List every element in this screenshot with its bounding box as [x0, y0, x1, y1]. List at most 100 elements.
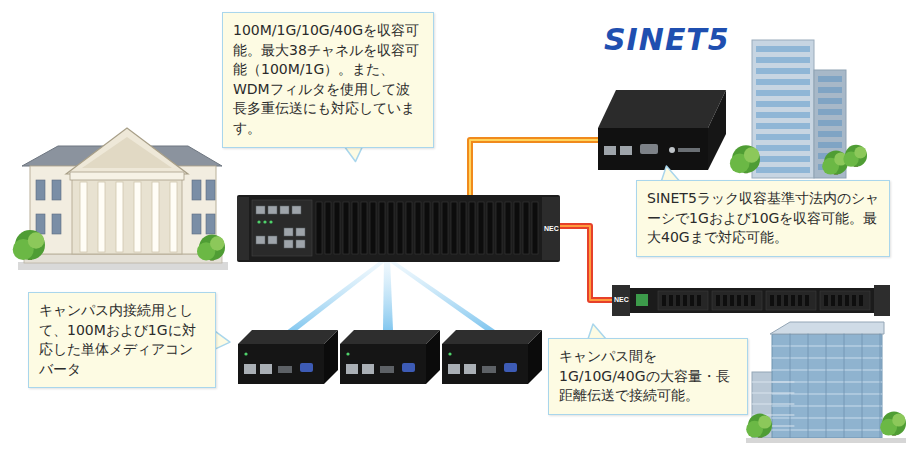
port: [256, 206, 265, 214]
device-serial: [640, 144, 658, 154]
tree-crown: [28, 232, 45, 249]
office-mullion: [880, 334, 881, 438]
rack-vent: [838, 295, 842, 306]
building-step: [24, 254, 222, 263]
column: [98, 182, 105, 252]
fiber-beam: [285, 258, 390, 332]
callout-text: 100M/1G/10G/40Gを収容可能。最大38チャネルを収容可能（100M/…: [233, 21, 423, 139]
rack-vent: [859, 295, 863, 306]
converter-side: [324, 330, 338, 384]
pediment: [66, 128, 188, 174]
chassis-slot: [343, 202, 349, 254]
tree-crown: [892, 413, 905, 426]
chassis-slot: [460, 202, 466, 254]
office-mullion: [826, 334, 827, 438]
callout-box: キャンパス内接続用として、100Mおよび1Gに対応した単体メディアコンバータ: [28, 292, 216, 388]
rack-vent: [831, 295, 835, 306]
port: [244, 364, 256, 374]
rack-vent: [791, 295, 795, 306]
network-logo: SINET5: [604, 22, 730, 57]
port: [296, 240, 305, 248]
status-led: [263, 220, 266, 223]
chassis-card: [252, 200, 312, 256]
device-port: [604, 146, 616, 155]
port: [292, 206, 301, 214]
rack-vent: [662, 295, 666, 306]
rack-vent: [744, 295, 748, 306]
callout-text: SINET5ラック収容基準寸法内のシャーシで1Gおよび10Gを収容可能。最大40…: [647, 189, 879, 248]
converter-front: [442, 344, 528, 384]
rack-vent: [697, 295, 701, 306]
office-main: [772, 334, 882, 438]
chassis-slot: [496, 202, 502, 254]
chassis-slot: [352, 202, 358, 254]
tower-windows: [756, 90, 810, 96]
chassis-slot: [424, 202, 430, 254]
chassis-slot: [415, 202, 421, 254]
device-port: [620, 146, 632, 155]
portico: [72, 172, 182, 254]
serial-port: [402, 363, 415, 372]
port: [260, 364, 272, 374]
tower-windows: [756, 123, 810, 129]
office-floor-line: [772, 370, 882, 371]
pediment-inner: [82, 137, 172, 168]
ground: [746, 438, 906, 443]
chassis-slot: [397, 202, 403, 254]
tower-windows: [756, 79, 810, 85]
rack-vent: [676, 295, 680, 306]
callout-box: 100M/1G/10G/40Gを収容可能。最大38チャネルを収容可能（100M/…: [222, 12, 434, 148]
chassis-slot: [388, 202, 394, 254]
callout-tail: [661, 166, 679, 181]
tree-crown: [210, 236, 224, 250]
tower-windows: [818, 76, 842, 82]
window: [52, 180, 61, 200]
chassis-slot: [532, 202, 538, 254]
rack-vent: [669, 295, 673, 306]
port: [464, 364, 476, 374]
rack-vent: [852, 295, 856, 306]
rack-vent: [690, 295, 694, 306]
chassis-body: [237, 195, 560, 262]
office-floor-line: [752, 382, 794, 383]
campus-fiber-core: [558, 226, 614, 300]
port: [268, 206, 277, 214]
office-roof: [770, 322, 884, 334]
chassis-slot: [523, 202, 529, 254]
rack-module: [820, 291, 870, 310]
status-led: [346, 352, 349, 355]
chassis-slot: [370, 202, 376, 254]
chassis-slot: [325, 202, 331, 254]
tower-windows: [818, 109, 842, 115]
rack-vent: [845, 295, 849, 306]
office-floor-line: [772, 394, 882, 395]
tower-windows: [756, 156, 810, 162]
chassis-slot: [514, 202, 520, 254]
tower-windows: [818, 87, 842, 93]
chassis-slot: [469, 202, 475, 254]
chassis-slot: [442, 202, 448, 254]
rack-ear: [612, 285, 630, 316]
uplink-fiber: [470, 140, 600, 197]
tower-windows: [756, 101, 810, 107]
device-front: [598, 128, 708, 170]
column: [170, 182, 177, 252]
chassis-slot: [433, 202, 439, 254]
office-floor-line: [752, 404, 794, 405]
converter-top: [238, 330, 338, 344]
port: [268, 236, 277, 244]
chassis-slot: [451, 202, 457, 254]
rack-vent: [805, 295, 809, 306]
port: [346, 364, 358, 374]
device-top: [598, 90, 726, 128]
office-floor-line: [752, 393, 794, 394]
rack-vent: [683, 295, 687, 306]
tower-windows: [756, 167, 810, 173]
status-led: [269, 220, 272, 223]
status-led: [448, 352, 451, 355]
entablature: [70, 172, 184, 180]
tower-windows: [756, 68, 810, 74]
rack-vent: [737, 295, 741, 306]
chassis-slot: [379, 202, 385, 254]
chassis-slot: [316, 202, 322, 254]
